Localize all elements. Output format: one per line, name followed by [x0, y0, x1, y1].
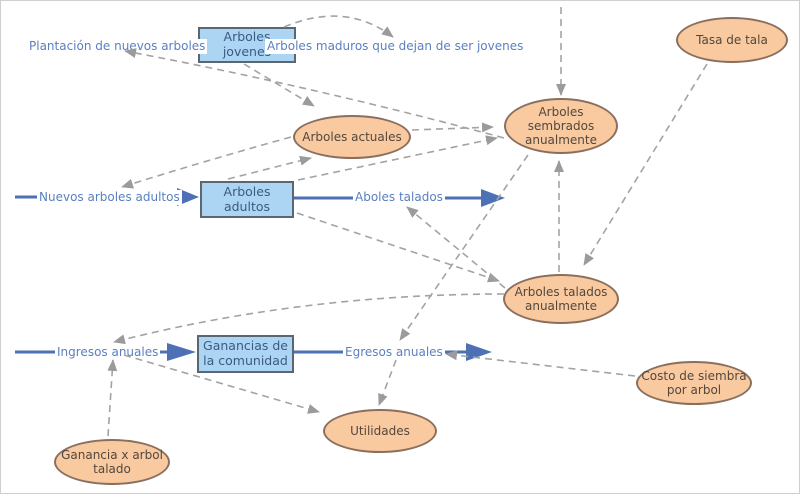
aux-arboles-actuales[interactable]: Arboles actuales	[293, 115, 411, 159]
aux-arboles-talados-label: Arboles talados anualmente	[514, 284, 608, 313]
flow-label-plantacion[interactable]: Plantación de nuevos arboles	[27, 39, 208, 54]
aux-arboles-sembrados-label: Arboles sembrados anualmente	[524, 104, 598, 148]
aux-arboles-sembrados[interactable]: Arboles sembrados anualmente	[504, 98, 618, 154]
flow-label-aboles-talados[interactable]: Aboles talados	[353, 190, 445, 205]
aux-ganancia-por-arbol[interactable]: Ganancia x arbol talado	[54, 439, 170, 485]
flow-arrowhead-aboles-talados	[481, 189, 505, 207]
flow-arrowhead-egresos	[466, 343, 492, 361]
flow-arrowhead-nuevos-adultos	[177, 188, 199, 206]
flow-arrowhead-ingresos	[167, 343, 196, 361]
aux-ganancia-por-arbol-label: Ganancia x arbol talado	[61, 447, 163, 476]
flow-label-egresos[interactable]: Egresos anuales	[343, 345, 445, 360]
stock-arboles-jovenes-label: Arboles jovenes	[222, 29, 272, 59]
aux-tasa-de-tala[interactable]: Tasa de tala	[676, 17, 788, 63]
stock-ganancias-comunidad[interactable]: Ganancias de la comunidad	[197, 335, 294, 373]
aux-costo-siembra-label: Costo de siembra por arbol	[641, 368, 747, 397]
flow-label-ingresos[interactable]: Ingresos anuales	[55, 345, 161, 360]
aux-arboles-talados[interactable]: Arboles talados anualmente	[503, 274, 619, 324]
aux-utilidades-label: Utilidades	[350, 423, 410, 438]
flow-label-nuevos-adultos[interactable]: Nuevos arboles adultos	[37, 190, 182, 205]
aux-tasa-de-tala-label: Tasa de tala	[696, 32, 768, 47]
stock-arboles-adultos[interactable]: Arboles adultos	[200, 181, 294, 218]
aux-costo-siembra[interactable]: Costo de siembra por arbol	[636, 361, 752, 405]
stock-ganancias-comunidad-label: Ganancias de la comunidad	[203, 338, 288, 368]
aux-utilidades[interactable]: Utilidades	[323, 409, 437, 453]
flow-label-maduros[interactable]: Arboles maduros que dejan de ser jovenes	[265, 39, 526, 54]
aux-arboles-actuales-label: Arboles actuales	[302, 129, 402, 144]
stock-arboles-adultos-label: Arboles adultos	[223, 183, 271, 214]
